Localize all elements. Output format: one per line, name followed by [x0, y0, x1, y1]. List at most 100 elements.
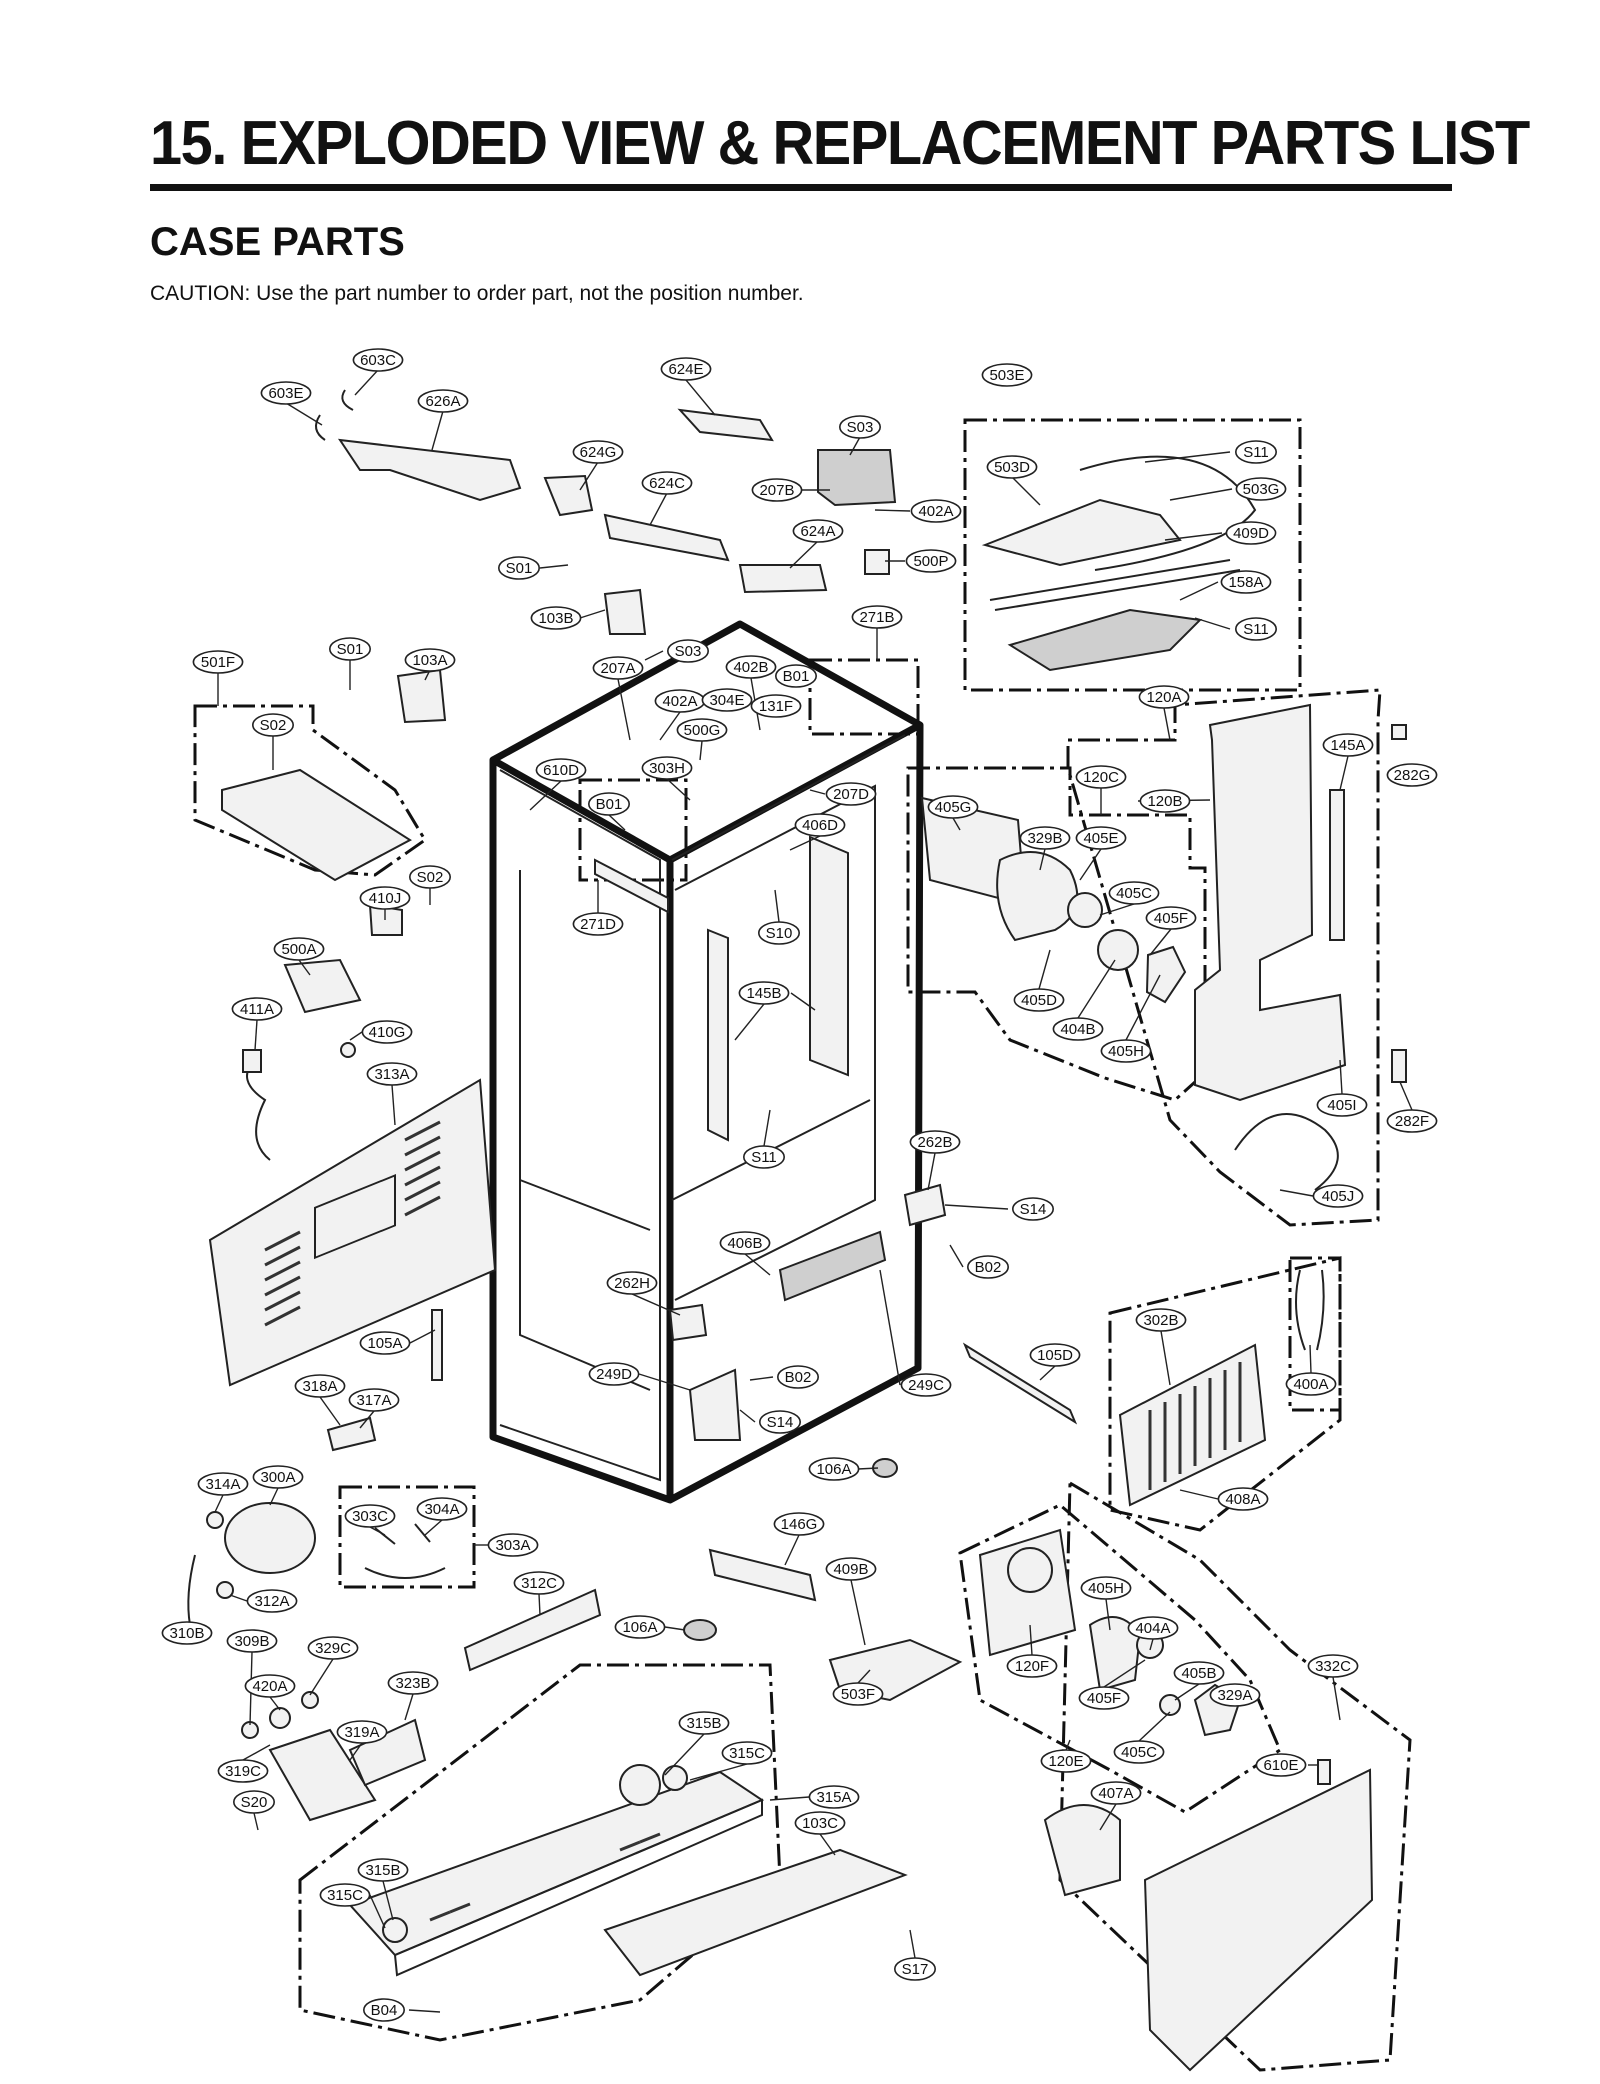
part-label-303h: 303H — [641, 756, 693, 780]
part-label-bubble — [352, 348, 404, 372]
part-label-text: 610E — [1263, 1757, 1298, 1774]
part-label-bubble — [1235, 477, 1287, 501]
part-label-text: 131F — [759, 698, 793, 715]
part-label-bubble — [513, 1571, 565, 1595]
part-label-405f: 405F — [1145, 906, 1197, 930]
part-label-bubble — [226, 1629, 278, 1653]
part-label-text: S14 — [1020, 1201, 1047, 1218]
part-label-bubble — [725, 655, 777, 679]
part-label-text: 317A — [356, 1392, 391, 1409]
part-label-s03a: S03 — [838, 415, 881, 439]
part-label-text: 503G — [1243, 481, 1280, 498]
part-label-text: 207D — [833, 786, 869, 803]
part-label-158a: 158A — [1220, 570, 1272, 594]
part-label-bubble — [966, 1255, 1009, 1279]
part-label-text: 120B — [1147, 793, 1182, 810]
part-label-text: 411A — [240, 1001, 274, 1018]
part-label-406d: 406D — [794, 813, 846, 837]
part-label-624c: 624C — [641, 471, 693, 495]
part-label-bubble — [773, 1512, 825, 1536]
part-label-s11c: S11 — [742, 1145, 785, 1169]
part-label-text: 145B — [746, 985, 781, 1002]
part-label-131f: 131F — [750, 694, 802, 718]
part-label-text: S11 — [1243, 621, 1269, 638]
part-label-bubble — [348, 1388, 400, 1412]
part-label-bubble — [701, 688, 753, 712]
part-label-bubble — [273, 937, 325, 961]
part-label-text: 312A — [254, 1593, 289, 1610]
part-label-bubble — [417, 389, 469, 413]
part-label-bubble — [910, 499, 962, 523]
part-label-text: 282G — [1394, 767, 1431, 784]
part-label-bubble — [359, 886, 411, 910]
part-label-bubble — [751, 478, 803, 502]
part-label-329b: 329B — [1019, 826, 1071, 850]
part-label-text: 313A — [374, 1066, 409, 1083]
part-label-text: 409D — [1233, 525, 1269, 542]
part-label-b04: B04 — [362, 1998, 405, 2022]
part-label-603e: 603E — [260, 381, 312, 405]
part-label-bubble — [1235, 440, 1278, 464]
part-label-120c: 120C — [1075, 765, 1127, 789]
part-label-bubble — [660, 357, 712, 381]
part-label-s01a: S01 — [497, 556, 540, 580]
part-label-text: S11 — [751, 1149, 777, 1166]
part-label-text: 303A — [495, 1537, 530, 1554]
part-label-bubble — [776, 1365, 819, 1389]
part-label-bubble — [1255, 1753, 1307, 1777]
part-label-text: 105A — [367, 1335, 402, 1352]
part-label-103a: 103A — [404, 648, 456, 672]
part-label-text: 500P — [913, 553, 948, 570]
part-label-400a: 400A — [1285, 1372, 1337, 1396]
part-label-315c2: 315C — [319, 1883, 371, 1907]
part-label-103c: 103C — [794, 1811, 846, 1835]
part-label-s11b: S11 — [1235, 617, 1278, 641]
part-label-text: 329C — [315, 1640, 351, 1657]
part-label-s11a: S11 — [1235, 440, 1278, 464]
part-label-text: 405J — [1322, 1188, 1355, 1205]
section-title: CASE PARTS — [150, 220, 405, 264]
part-label-text: 300A — [260, 1469, 295, 1486]
part-label-text: 405C — [1121, 1744, 1157, 1761]
part-label-text: 262B — [917, 1134, 952, 1151]
part-label-315b: 315B — [678, 1711, 730, 1735]
part-label-text: 315B — [686, 1715, 721, 1732]
part-label-323b: 323B — [387, 1671, 439, 1695]
part-label-207a: 207A — [592, 656, 644, 680]
part-label-bubble — [587, 792, 630, 816]
part-label-105a: 105A — [359, 1331, 411, 1355]
part-label-bubble — [825, 782, 877, 806]
part-label-text: 405I — [1327, 1097, 1356, 1114]
page-title: 15. EXPLODED VIEW & REPLACEMENT PARTS LI… — [150, 109, 1530, 178]
part-label-bubble — [758, 1410, 801, 1434]
part-label-text: 406B — [727, 1235, 762, 1252]
part-label-s01b: S01 — [328, 637, 371, 661]
part-label-bubble — [738, 981, 790, 1005]
rear-panel — [208, 1078, 497, 1387]
part-label-text: 406D — [802, 817, 838, 834]
part-label-409d: 409D — [1225, 521, 1277, 545]
part-label-text: 318A — [302, 1378, 337, 1395]
part-label-text: 405G — [935, 799, 972, 816]
part-label-text: 400A — [1293, 1376, 1328, 1393]
part-label-b02b: B02 — [776, 1365, 819, 1389]
part-label-text: 405F — [1087, 1690, 1121, 1707]
part-label-410j: 410J — [359, 886, 411, 910]
part-label-bubble — [905, 549, 957, 573]
part-label-405i: 405I — [1316, 1093, 1368, 1117]
part-label-207d: 207D — [825, 782, 877, 806]
part-label-bubble — [252, 1465, 304, 1489]
part-label-text: S14 — [767, 1414, 794, 1431]
part-label-312a: 312A — [246, 1589, 298, 1613]
freezer-duct — [1194, 703, 1407, 1191]
part-label-s17: S17 — [893, 1957, 936, 1981]
part-label-text: 207B — [759, 482, 794, 499]
part-label-bubble — [336, 1720, 388, 1744]
part-label-text: 106A — [816, 1461, 851, 1478]
part-label-bubble — [1173, 1661, 1225, 1685]
part-label-bubble — [535, 758, 587, 782]
part-label-bubble — [1386, 1109, 1438, 1133]
part-label-text: 315C — [327, 1887, 363, 1904]
part-label-bubble — [1040, 1749, 1092, 1773]
part-label-text: 271D — [580, 916, 616, 933]
